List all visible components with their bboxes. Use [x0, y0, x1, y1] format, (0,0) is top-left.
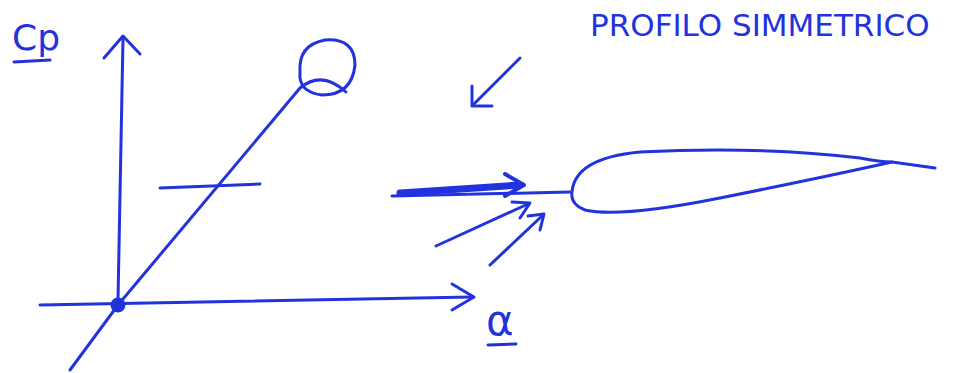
pointer: [474, 58, 520, 104]
underline: [14, 60, 50, 62]
tick: [160, 184, 260, 188]
axis-label: α: [486, 300, 514, 342]
airfoil: [572, 150, 892, 212]
title-note: PROFILO SIMMETRICO: [590, 10, 930, 41]
flow-arrow: [436, 204, 528, 246]
underline: [488, 344, 516, 345]
axis: [40, 297, 472, 305]
axis: [118, 38, 123, 300]
circle-mark: [300, 40, 355, 95]
flow-arrow: [490, 216, 542, 265]
arrowhead: [452, 284, 474, 310]
chord-line: [392, 162, 935, 196]
arrowhead: [528, 214, 544, 230]
arrowhead: [472, 86, 492, 106]
arrowhead: [505, 174, 524, 196]
arrowhead: [104, 36, 140, 58]
curve: [70, 80, 346, 370]
axis-label: Cp: [12, 20, 60, 56]
flow-arrow: [400, 185, 520, 193]
